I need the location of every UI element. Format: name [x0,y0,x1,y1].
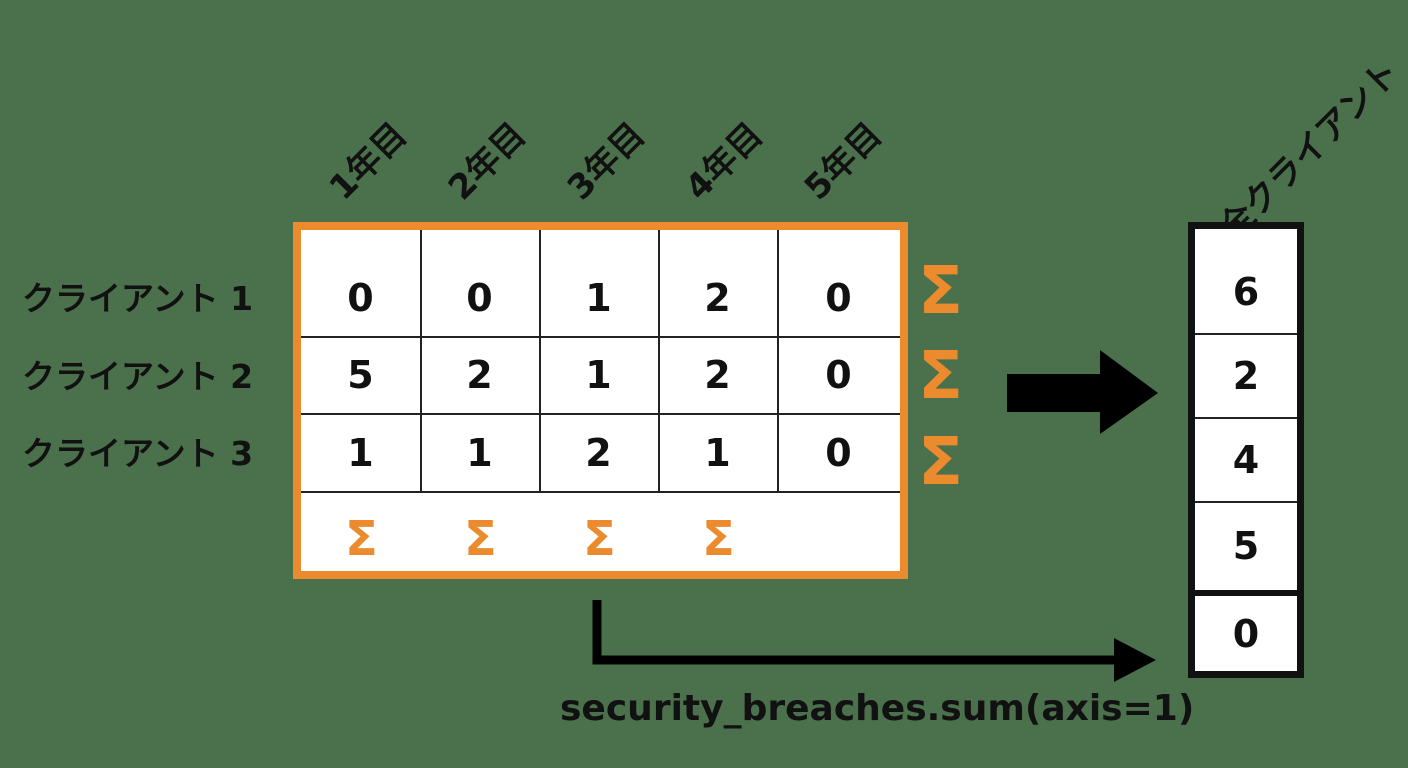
column-sum-sigma: Σ [583,511,616,567]
result-divider [1195,590,1297,596]
matrix-cell: 0 [825,276,852,320]
result-cell: 0 [1232,611,1260,656]
grid-line [1195,501,1297,503]
row-sum-sigma: Σ [918,423,964,500]
result-cell: 5 [1232,524,1260,568]
result-cell: 4 [1232,437,1260,482]
grid-line [777,230,779,491]
elbow-arrow-icon [592,600,1156,682]
grid-line [301,413,900,415]
row-label-client-3: クライアント 3 [22,434,254,473]
right-arrow-icon [1007,350,1158,434]
grid-line [420,230,422,491]
column-sum-sigma: Σ [345,511,378,567]
data-matrix: 0 0 1 2 0 5 2 1 2 0 1 1 2 1 0 Σ Σ Σ Σ [293,222,908,579]
matrix-cell: 0 [466,276,493,320]
matrix-cell: 2 [704,353,731,397]
column-sum-sigma: Σ [702,511,735,567]
row-label-client-1: クライアント 1 [22,279,254,318]
row-sum-sigma: Σ [918,252,964,329]
matrix-cell: 1 [585,276,612,320]
matrix-cell: 1 [585,353,612,397]
matrix-cell: 1 [704,430,731,475]
row-label-client-2: クライアント 2 [22,357,254,396]
grid-line [658,230,660,491]
result-column: 6 2 4 5 0 [1188,222,1304,678]
matrix-cell: 0 [825,430,852,475]
row-sum-sigma: Σ [918,337,964,414]
grid-line [1195,333,1297,335]
matrix-cell: 0 [825,353,852,397]
grid-line [301,336,900,338]
matrix-cell: 2 [704,276,731,320]
matrix-cell: 2 [466,353,493,397]
matrix-cell: 1 [466,430,493,475]
matrix-cell: 0 [347,276,374,320]
grid-line [1195,417,1297,419]
column-sum-sigma: Σ [464,511,497,567]
code-label: security_breaches.sum(axis=1) [560,688,1195,729]
grid-line [301,491,900,493]
result-cell: 2 [1232,353,1260,398]
grid-line [539,230,541,491]
matrix-cell: 5 [347,353,374,397]
matrix-cell: 2 [585,430,612,475]
matrix-cell: 1 [347,430,374,475]
result-cell: 6 [1232,270,1260,314]
